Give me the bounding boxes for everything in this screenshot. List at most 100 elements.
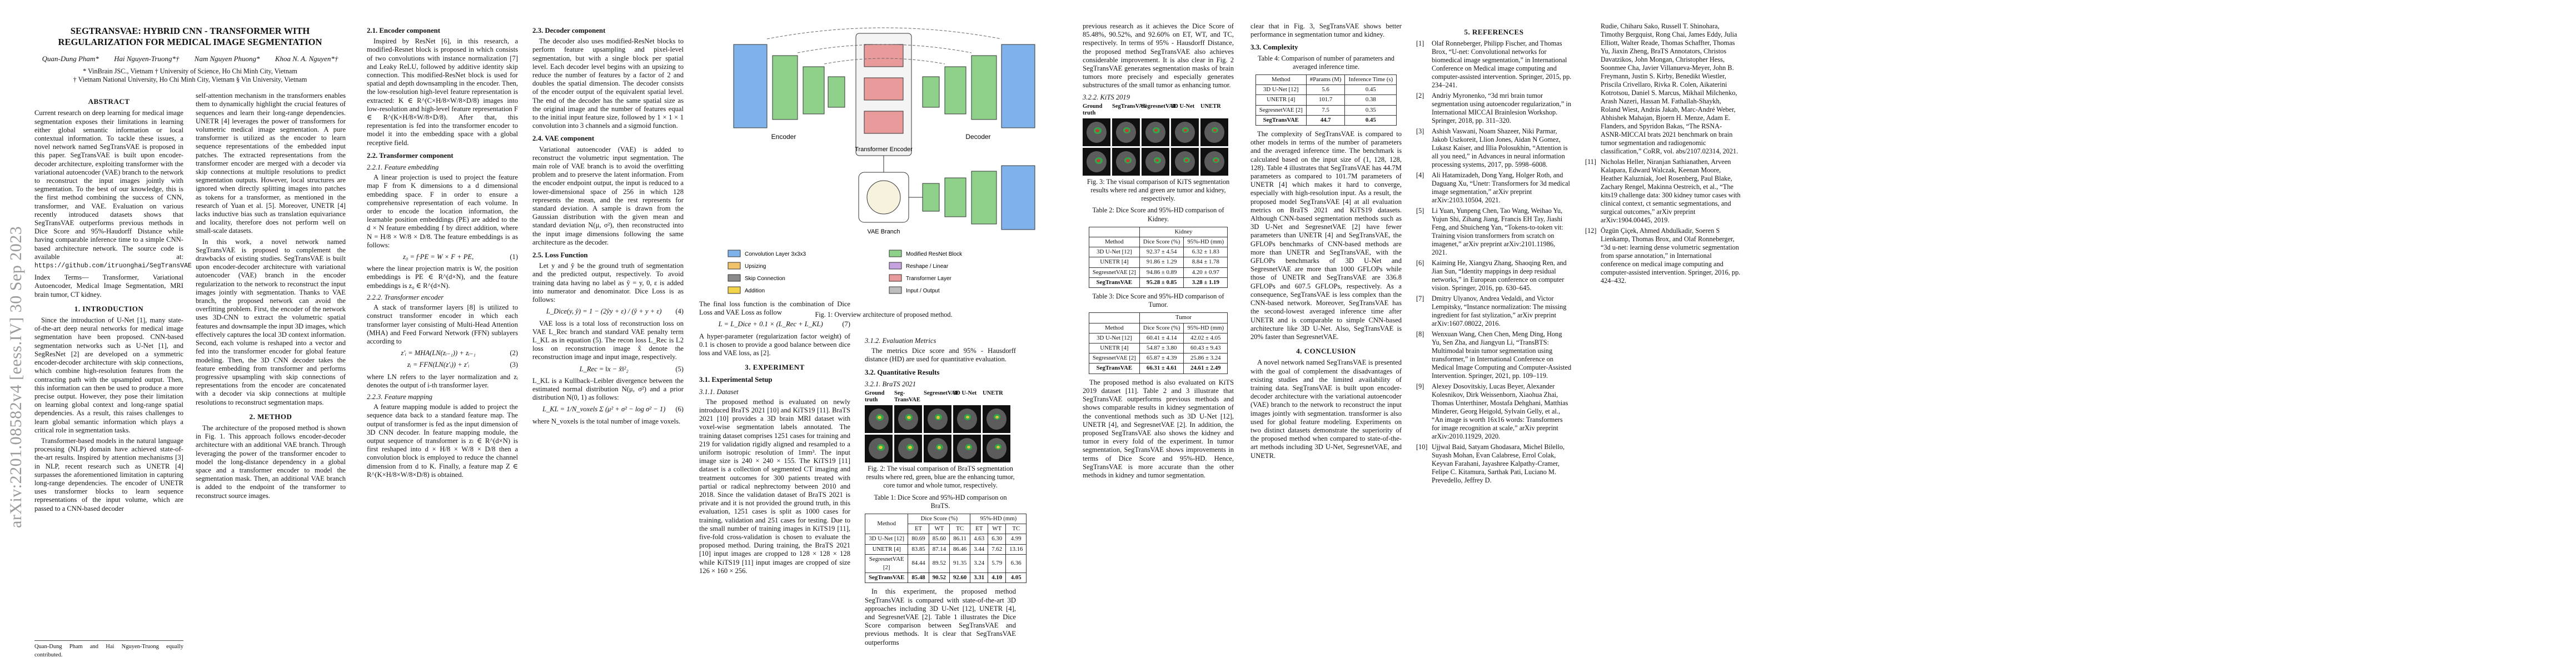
table-cell: 3.24 — [970, 554, 989, 574]
table-header: TC — [949, 524, 971, 535]
image-row — [865, 405, 1016, 434]
table-cell: SegTransVAE — [1088, 363, 1140, 374]
equation-number: (2) — [510, 349, 518, 357]
scan-thumbnail — [924, 435, 951, 463]
table-caption: Table 1: Dice Score and 95%-HD compariso… — [874, 493, 1007, 510]
table-cell: 6.36 — [1005, 554, 1027, 574]
paragraph: self-attention mechanism in the transfor… — [196, 92, 346, 235]
section-heading: 2. METHOD — [249, 412, 292, 421]
scan-thumbnail — [865, 405, 893, 434]
legend-swatch — [889, 286, 902, 294]
column-9: Rudie, Chiharu Sako, Russell T. Shinohar… — [1585, 22, 1741, 287]
reference-number: [10] — [1416, 443, 1428, 451]
paragraph: The proposed method is also evaluated on… — [1083, 378, 1234, 479]
reference-number: [3] — [1416, 127, 1424, 136]
figure-column-header: Ground truth — [1083, 103, 1103, 116]
table-cell: 89.52 — [928, 554, 950, 574]
figure-caption: Fig. 1: Overview architecture of propose… — [815, 311, 953, 318]
footnote: Quan-Dung Pham and Hai Nguyen-Truong equ… — [34, 640, 183, 659]
architecture-diagram: Transformer Encoder Encoder Decoder VAE … — [728, 27, 1035, 294]
legend-label: Upsizing — [745, 263, 766, 270]
github-link[interactable]: https://github.com/itruonghai/SegTransVA… — [34, 262, 192, 270]
legend-label: Input / Output — [906, 288, 940, 294]
figure-column-header: Ground truth — [865, 390, 885, 404]
figure-column-header: UNETR — [1200, 103, 1221, 109]
reference-text: Kaiming He, Xiangyu Zhang, Shaoqing Ren,… — [1432, 259, 1567, 292]
figure-column-header: Seg-TransVAE — [894, 390, 920, 404]
reference-list: [1]Olaf Ronneberger, Philipp Fischer, an… — [1416, 39, 1572, 485]
subsection-heading: 2.5. Loss Function — [532, 251, 588, 260]
equation-body: L = L_Dice + 0.1 × (L_Rec + L_KL) — [718, 320, 823, 328]
figure-caption: Fig. 2: The visual comparison of BraTS s… — [866, 465, 1015, 490]
column-5: 3.1.2. Evaluation Metrics The metrics Di… — [864, 334, 1027, 649]
scan-thumbnail — [1142, 147, 1169, 176]
image-row — [1083, 147, 1234, 176]
paragraph: L_KL is a Kullback–Leibler divergence be… — [532, 376, 684, 402]
table-cell: 8.84 ± 1.78 — [1183, 257, 1228, 268]
table-cell: 4.10 — [988, 573, 1007, 584]
table-header: 95%-HD (mm) — [1183, 237, 1228, 248]
column-6: previous research as it achieves the Dic… — [1083, 22, 1234, 482]
figure-column-header: 3D U-Net — [1171, 103, 1195, 109]
column-1a: ABSTRACT Current research on deep learni… — [34, 92, 192, 515]
scan-thumbnail — [1171, 118, 1199, 146]
figure-column-header: SegresnetVAE — [1142, 103, 1177, 109]
table-cell: 92.37 ± 4.54 — [1139, 247, 1184, 258]
scan-thumbnail — [1112, 118, 1140, 146]
legend-label: Reshape / Linear — [906, 263, 949, 270]
table-cell: UNETR [4] — [864, 544, 909, 555]
scan-thumbnail — [894, 435, 922, 463]
reference-text: Ashish Vaswani, Noam Shazeer, Niki Parma… — [1432, 127, 1568, 169]
encoder-blocks — [733, 44, 845, 128]
equation-body: L_Rec = ‖x − x̂‖²₂ — [579, 365, 629, 373]
table-cell: 95.28 ± 0.85 — [1139, 277, 1184, 288]
paragraph: Inspired by ResNet [6], in this research… — [367, 37, 518, 147]
reference-list: Rudie, Chiharu Sako, Russell T. Shinohar… — [1585, 22, 1741, 285]
reference-text: Rudie, Chiharu Sako, Russell T. Shinohar… — [1601, 22, 1738, 155]
scan-thumbnail — [953, 405, 981, 434]
figure-2-image-grid — [865, 405, 1016, 463]
abstract-text: Current research on deep learning for me… — [34, 109, 192, 270]
subsection-heading: 2.1. Encoder component — [367, 27, 440, 34]
equation-body: z'ᵢ = MHA(LN(zᵢ₋₁)) + zᵢ₋₁ — [401, 349, 476, 357]
abstract-heading: ABSTRACT — [88, 97, 130, 106]
subsubsection-heading: 3.2.2. KiTS 2019 — [1083, 93, 1130, 101]
table-4: Method #Params (M) Inference Time (s) 3D… — [1255, 74, 1397, 126]
table-header: Method — [1088, 237, 1140, 248]
equation: L_Rec = ‖x − x̂‖²₂(5) — [532, 365, 684, 374]
table-cell: 3D U-Net [12] — [1088, 332, 1140, 344]
paragraph: Let y and ŷ be the ground truth of segme… — [532, 262, 684, 304]
table-cell: 3D U-Net [12] — [864, 534, 909, 545]
table-cell: UNETR [4] — [1088, 257, 1140, 268]
table-cell: 13.16 — [1005, 544, 1027, 555]
table-cell: 6.32 ± 1.83 — [1183, 247, 1228, 258]
image-row — [865, 435, 1016, 463]
reference-text: Li Yuan, Yunpeng Chen, Tao Wang, Weihao … — [1432, 207, 1563, 257]
table-header: Method — [1088, 322, 1140, 334]
equation-number: (3) — [510, 361, 518, 369]
table-header: Dice Score (%) — [1139, 237, 1184, 248]
table-cell: 0.45 — [1344, 84, 1397, 96]
scan-thumbnail — [953, 435, 981, 463]
paragraph: Since the introduction of U-Net [1], man… — [34, 316, 183, 434]
reference-text: Dmitry Ulyanov, Andrea Vedaldi, and Vict… — [1432, 295, 1567, 328]
reference-number: [4] — [1416, 171, 1424, 180]
table-header: Dice Score (%) — [908, 514, 971, 525]
reference-item: [5]Li Yuan, Yunpeng Chen, Tao Wang, Weih… — [1416, 207, 1572, 257]
table-cell: 4.05 — [1005, 573, 1027, 584]
reference-number — [1585, 22, 1601, 156]
legend-label: Skip Connection — [745, 276, 785, 282]
index-terms: Index Terms— Transformer, Variational Au… — [34, 273, 183, 298]
table-cell: 101.7 — [1306, 94, 1346, 106]
paragraph: A feature mapping module is added to pro… — [367, 403, 518, 479]
subsubsection-heading: 2.2.1. Feature embedding — [367, 163, 439, 172]
subsubsection-heading: 3.1.2. Evaluation Metrics — [865, 337, 936, 345]
reference-item: Rudie, Chiharu Sako, Russell T. Shinohar… — [1585, 22, 1741, 156]
table-header: Method — [864, 514, 909, 535]
paragraph: The metrics Dice score and 95% - Hausdor… — [865, 347, 1016, 364]
legend-swatch — [889, 262, 902, 270]
table-cell: 0.38 — [1344, 94, 1397, 106]
